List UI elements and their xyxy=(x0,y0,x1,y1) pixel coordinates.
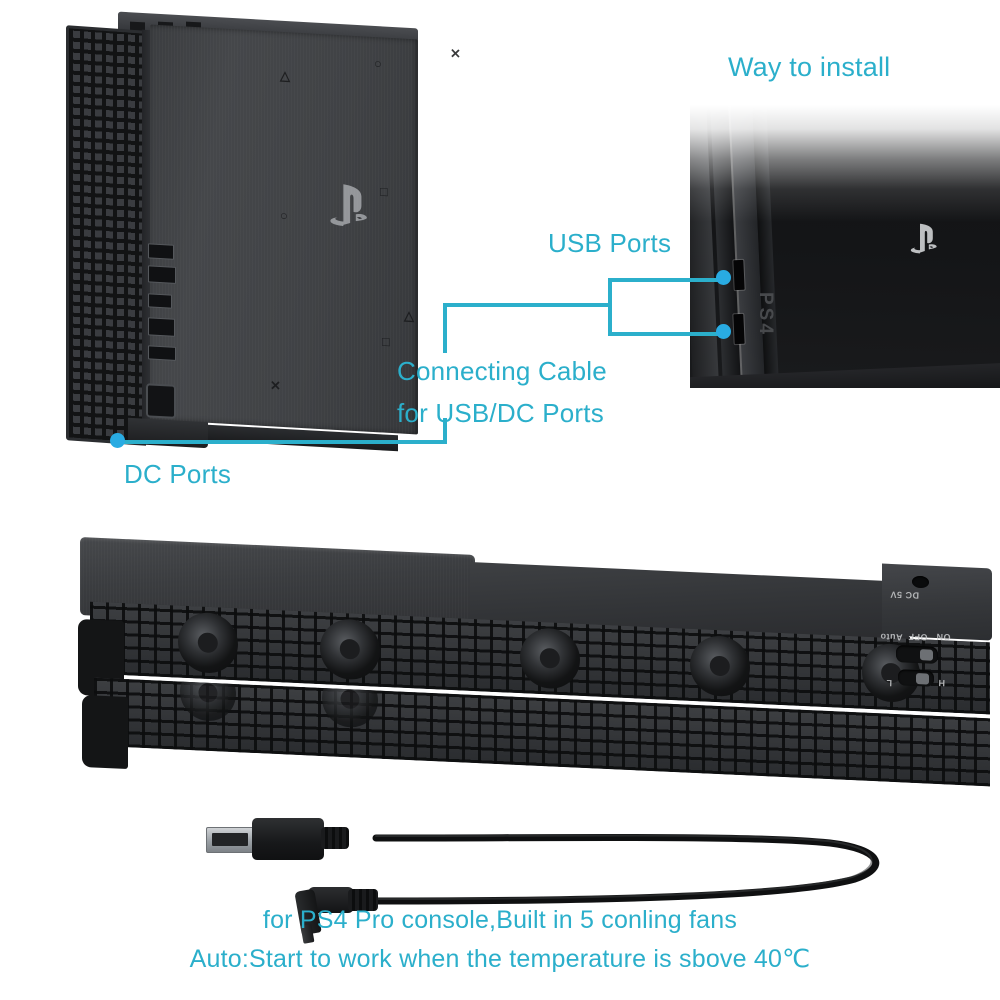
usb-port-lower xyxy=(733,313,745,345)
footer-line-product: for PS4 Pro console,Built in 5 conling f… xyxy=(262,906,738,934)
playstation-logo xyxy=(910,223,937,254)
ps4-pro-console-rear-view: △ ○ ✕ □ ○ ✕ △ □ xyxy=(58,11,461,457)
console-rear-grille xyxy=(66,25,146,446)
cooling-fan-stand: DC 5V Auto OFF ON L H xyxy=(72,528,992,828)
white-gradient-fade xyxy=(690,78,1000,222)
ethernet-port xyxy=(148,265,176,284)
label-connecting-cable-line2: for USB/DC Ports xyxy=(397,398,604,428)
label-usb-ports: USB Ports xyxy=(548,228,672,258)
marking-circle: ○ xyxy=(280,207,288,224)
marking-triangle: △ xyxy=(280,67,290,84)
power-mode-switch[interactable] xyxy=(896,645,938,664)
marking-square: □ xyxy=(380,183,388,200)
switch-label-off: OFF xyxy=(907,631,928,643)
aux-port xyxy=(148,345,176,361)
footer-line-auto-mode: Auto:Start to work when the temperature … xyxy=(189,945,811,973)
usb-a-connector xyxy=(206,827,256,853)
marking-cross: ✕ xyxy=(270,377,281,394)
dc-callout-line xyxy=(118,440,447,444)
switch-label-on: ON xyxy=(935,631,951,643)
optical-port xyxy=(148,293,172,309)
playstation-logo xyxy=(330,184,367,227)
switch-label-auto: Auto xyxy=(879,631,903,643)
marking-circle: ○ xyxy=(374,55,382,72)
ps4-model-text: PS4 xyxy=(755,292,776,337)
usb-port-upper xyxy=(733,259,745,291)
dc-strain-relief xyxy=(348,889,378,911)
usb-port-marker-upper[interactable] xyxy=(716,270,731,285)
label-way-to-install: Way to install xyxy=(728,52,891,82)
dc-power-label: DC 5V xyxy=(889,589,920,601)
cable-wire xyxy=(372,833,880,905)
connecting-cable-stem-lower xyxy=(443,418,447,444)
stand-lower-end-cap xyxy=(82,694,128,770)
usb-callout-arm-lower xyxy=(608,332,725,336)
marking-triangle: △ xyxy=(404,307,414,324)
usb-callout-arm-upper xyxy=(608,278,725,282)
console-rear-port-cluster xyxy=(144,243,176,420)
console-side-panel xyxy=(150,24,418,435)
dc-port-marker[interactable] xyxy=(110,433,125,448)
stand-top-panel-right xyxy=(882,563,992,641)
connecting-cable-arm-top xyxy=(443,303,610,307)
switch-knob[interactable] xyxy=(920,649,933,661)
usb-callout-spine xyxy=(608,278,612,336)
usb-strain-relief xyxy=(321,827,349,849)
connecting-cable-stem-upper xyxy=(443,303,447,353)
switch-label-low: L xyxy=(885,677,893,689)
label-connecting-cable-line1: Connecting Cable xyxy=(397,356,607,386)
marking-cross: ✕ xyxy=(450,45,461,62)
usb-port-marker-lower[interactable] xyxy=(716,324,731,339)
dc-power-jack xyxy=(912,575,929,589)
usb-connector-housing xyxy=(252,818,324,860)
hdmi-port xyxy=(148,317,175,337)
label-dc-ports: DC Ports xyxy=(124,459,232,489)
switch-knob[interactable] xyxy=(916,673,929,685)
ps4-pro-installed-view xyxy=(690,78,1000,388)
usb-port xyxy=(148,243,174,260)
usb-to-dc-cable xyxy=(190,805,910,944)
fan-speed-switch[interactable] xyxy=(898,669,934,687)
marking-square: □ xyxy=(382,333,390,350)
switch-label-high: H xyxy=(937,677,946,689)
ac-power-inlet xyxy=(146,383,176,419)
